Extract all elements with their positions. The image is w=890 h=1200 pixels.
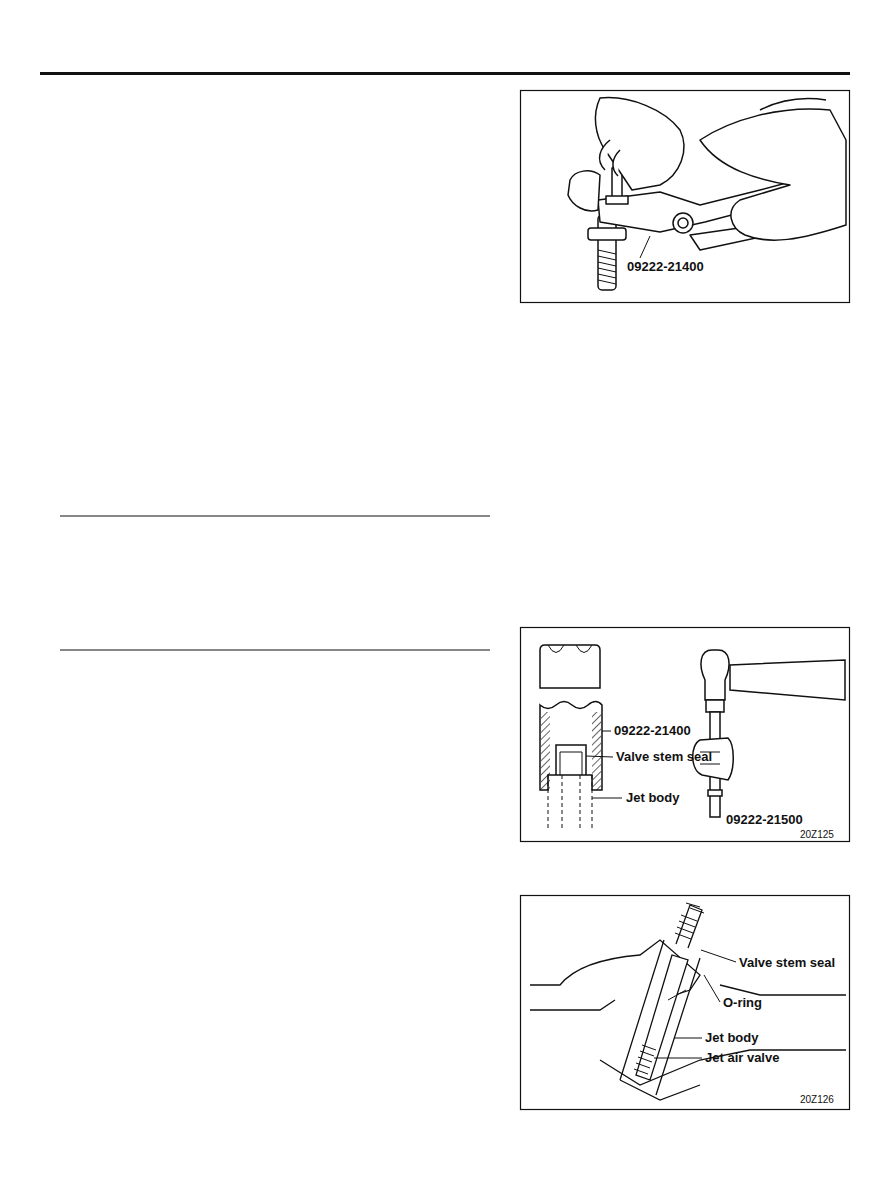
part-name: O-ring <box>723 995 762 1010</box>
note-rule <box>60 649 490 650</box>
figure-frame <box>521 896 850 1110</box>
tool-number: 09222-21500 <box>726 812 803 827</box>
part-name: Jet body <box>705 1030 758 1045</box>
leader-line <box>586 731 622 798</box>
figure-frame <box>521 91 850 303</box>
part-name: Jet body <box>626 790 679 805</box>
header-rule <box>40 72 850 75</box>
tool-number: 09222-21400 <box>627 259 704 274</box>
tool-number: 09222-21400 <box>614 723 691 738</box>
seal-install-section <box>540 645 845 830</box>
pliers-illustration <box>568 98 846 290</box>
figure-code: 20Z125 <box>800 827 834 842</box>
part-name: Jet air valve <box>705 1050 779 1065</box>
part-name: Valve stem seal <box>739 955 835 970</box>
part-name: Valve stem seal <box>616 749 712 764</box>
note-rule <box>60 515 490 516</box>
leader-line <box>640 236 650 258</box>
jet-cutaway <box>530 903 846 1100</box>
figure-frame <box>521 628 850 842</box>
figure-code: 20Z126 <box>800 1092 834 1107</box>
